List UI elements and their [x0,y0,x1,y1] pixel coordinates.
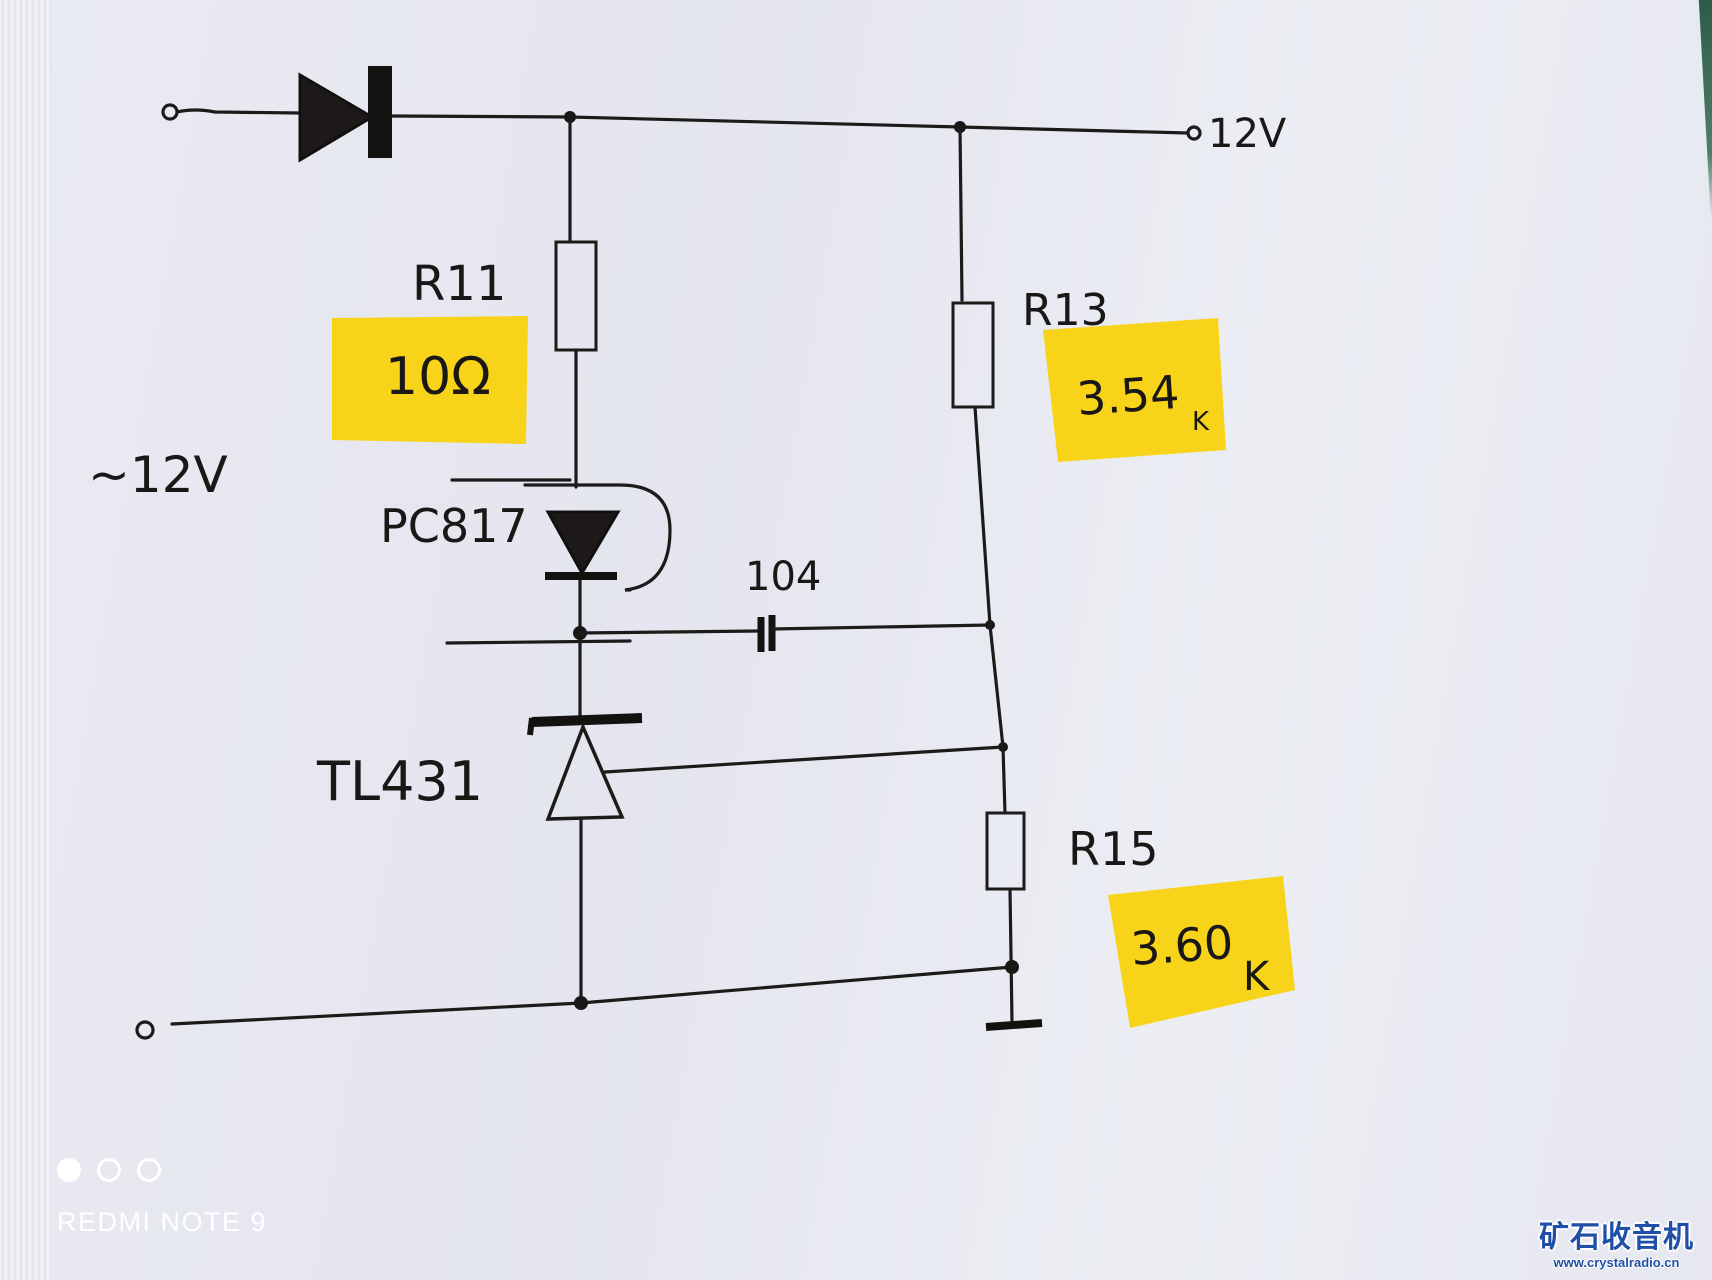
label-r13: R13 [1022,285,1109,336]
regulator-tl431 [527,713,643,821]
capacitor-104 [757,615,776,652]
label-tl431: TL431 [316,750,483,813]
label-r11: R11 [412,256,506,312]
site-watermark-title: 矿石收音机 [1539,1221,1694,1254]
unit-r13: K [1192,407,1210,437]
wire-r15-bottom [1008,887,1014,1024]
note-r11 [332,316,528,444]
output-terminal [1186,125,1202,141]
input-terminal [161,103,179,121]
label-r15: R15 [1068,822,1159,876]
wire-r13-top [958,125,964,302]
wire-input [175,108,302,115]
wire-cap-left [578,629,760,635]
wire-tl431-ref [603,745,1005,774]
resistor-r13 [951,301,995,409]
wire-bottom-rail [170,965,1014,1026]
site-watermark-url: www.crystalradio.cn [1553,1255,1680,1270]
unit-r15: K [1243,954,1271,1000]
wire-divider-middle [973,405,1007,815]
ground-terminal [135,1020,155,1040]
rectifier-diode [298,66,392,163]
value-r13: 3.54 [1075,365,1181,426]
note-r13 [1043,318,1226,462]
camera-watermark-dots [57,1158,161,1182]
dot-empty-icon [137,1158,161,1182]
resistor-r11 [554,240,598,352]
dot-filled-icon [57,1158,81,1182]
ground-symbol [985,1019,1043,1031]
junction-bottom-right [1005,960,1019,974]
junction-bottom-left [574,996,588,1010]
label-input-voltage: ~12V [88,446,228,504]
optocoupler-pc817 [445,478,672,645]
resistor-r15 [985,811,1026,891]
wire-cap-right [770,623,992,631]
site-watermark: 矿石收音机 www.crystalradio.cn [1539,1221,1694,1270]
label-capacitor: 104 [745,554,821,600]
label-pc817: PC817 [380,499,528,553]
note-r15 [1108,876,1295,1028]
label-output-voltage: 12V [1208,111,1287,157]
value-r15: 3.60 [1129,915,1235,976]
dot-empty-icon [97,1158,121,1182]
wire-top-rail [390,114,1190,135]
camera-model-label: REDMI NOTE 9 [57,1207,268,1237]
paper-stack-edge [0,0,52,1280]
value-r11: 10Ω [385,347,491,407]
